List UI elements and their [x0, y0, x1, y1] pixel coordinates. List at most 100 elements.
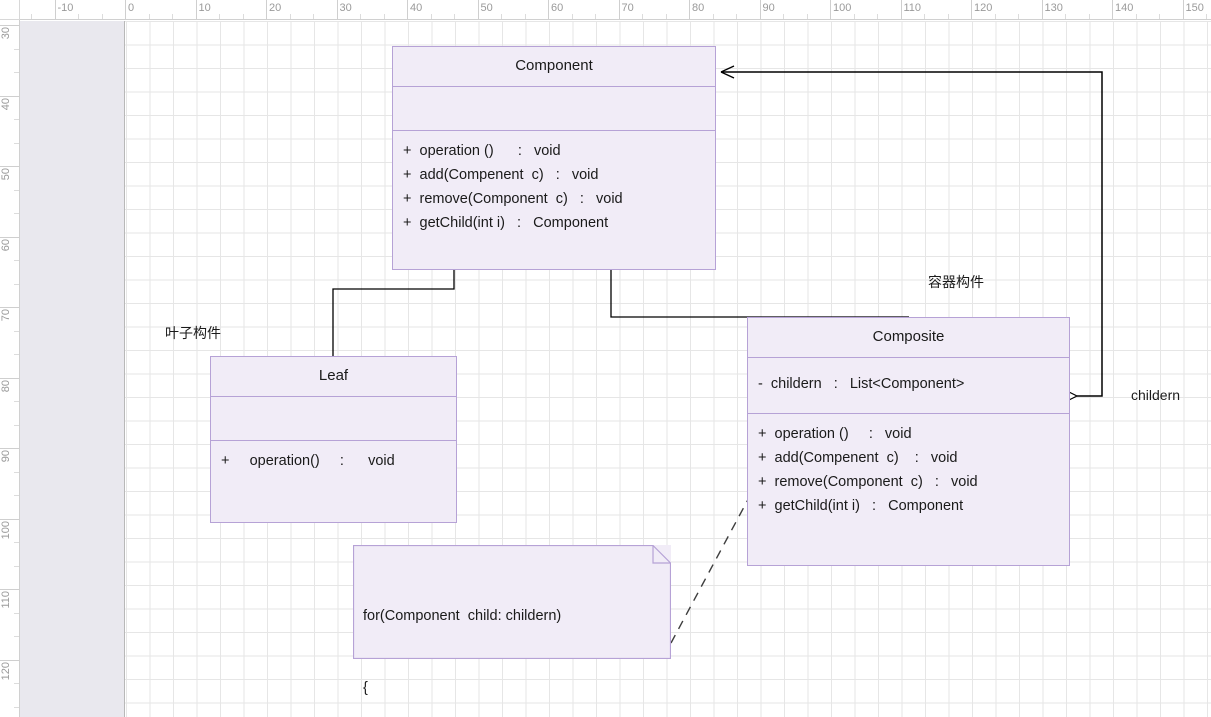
ruler-label: 40	[0, 97, 12, 110]
ruler-tick-minor	[14, 636, 19, 637]
ruler-tick-minor	[454, 14, 455, 19]
ruler-tick-minor	[783, 14, 784, 19]
ruler-label: 50	[0, 168, 12, 181]
ruler-tick-minor	[712, 14, 714, 19]
ruler-label: 0	[128, 2, 135, 14]
ruler-tick-major	[0, 95, 19, 97]
class-box-composite[interactable]: Composite - childern : List<Component> +…	[747, 317, 1070, 566]
ruler-tick-minor	[14, 683, 19, 684]
ruler-tick-minor	[14, 401, 19, 402]
class-operation-row: + operation () : void	[403, 142, 561, 159]
ruler-label: 100	[0, 520, 12, 539]
ruler-tick-minor	[14, 72, 19, 73]
ruler-label: 20	[269, 2, 282, 14]
ruler-tick-major	[0, 307, 19, 308]
ruler-tick-minor	[947, 14, 949, 19]
ruler-tick-minor	[383, 14, 385, 19]
horizontal-ruler[interactable]: -20-100102030405060708090100110120130140…	[0, 0, 1211, 20]
ruler-tick-major	[0, 518, 19, 520]
label-association-role-childern[interactable]: childern	[1131, 387, 1181, 403]
ruler-tick-minor	[853, 14, 855, 19]
class-name-leaf: Leaf	[211, 357, 456, 397]
ruler-tick-minor	[642, 14, 643, 19]
ruler-corner	[0, 0, 20, 20]
ruler-tick-minor	[313, 14, 314, 19]
ruler-tick-minor	[1088, 14, 1090, 19]
ruler-label: 130	[1044, 2, 1063, 14]
note-line: for(Component child: childern)	[363, 608, 562, 624]
ruler-tick-minor	[31, 14, 32, 19]
diagram-canvas[interactable]: Component (childern) --> Component + ope…	[125, 21, 1211, 717]
ruler-tick-minor	[665, 14, 667, 19]
class-operation-row: + getChild(int i) : Component	[758, 497, 964, 514]
ruler-tick-major	[195, 0, 197, 19]
ruler-label: 110	[0, 591, 12, 609]
ruler-tick-major	[407, 0, 408, 19]
ruler-tick-major	[971, 0, 972, 19]
ruler-tick-minor	[14, 565, 19, 567]
ruler-tick-minor	[289, 14, 291, 19]
ruler-label: -10	[57, 2, 74, 14]
ruler-tick-minor	[994, 14, 996, 19]
note-box-loop[interactable]: for(Component child: childern) { child.o…	[353, 545, 671, 696]
ruler-tick-minor	[14, 142, 19, 144]
ruler-tick-minor	[14, 260, 19, 261]
ruler-tick-minor	[14, 495, 19, 496]
ruler-tick-minor	[571, 14, 573, 19]
ruler-tick-major	[0, 659, 19, 661]
ruler-tick-minor	[14, 471, 19, 473]
ruler-tick-minor	[78, 14, 79, 19]
ruler-label: 100	[833, 2, 852, 14]
ruler-tick-minor	[14, 330, 19, 332]
ruler-tick-major	[54, 0, 56, 19]
ruler-label: 120	[0, 661, 12, 680]
ruler-tick-minor	[360, 14, 361, 19]
ruler-label: 60	[551, 2, 564, 14]
ruler-tick-minor	[924, 14, 925, 19]
class-operation-row: + remove(Component c) : void	[758, 473, 978, 490]
ruler-tick-minor	[1065, 14, 1066, 19]
ruler-label: 150	[1185, 2, 1204, 14]
ruler-label: 70	[0, 309, 12, 322]
ruler-tick-minor	[14, 424, 19, 426]
ruler-tick-minor	[219, 14, 220, 19]
ruler-tick-minor	[524, 14, 526, 19]
ruler-tick-minor	[14, 612, 19, 614]
ruler-label: 50	[480, 2, 493, 14]
ruler-tick-minor	[14, 542, 19, 543]
ruler-tick-minor	[14, 283, 19, 285]
label-leaf-annotation[interactable]: 叶子构件	[165, 326, 221, 342]
ruler-tick-major	[830, 0, 831, 19]
label-container-annotation[interactable]: 容器构件	[928, 275, 984, 291]
class-operation-row: + operation() : void	[221, 452, 395, 469]
ruler-tick-major	[689, 0, 690, 19]
class-operation-row: + getChild(int i) : Component	[403, 214, 609, 231]
ruler-tick-minor	[430, 14, 432, 19]
class-box-leaf[interactable]: Leaf + operation() : void	[210, 356, 457, 523]
ruler-tick-minor	[14, 213, 19, 214]
ruler-tick-minor	[736, 14, 737, 19]
ruler-label: 30	[0, 27, 12, 40]
ruler-tick-minor	[806, 14, 808, 19]
class-operation-row: + remove(Component c) : void	[403, 190, 623, 207]
ruler-label: 90	[0, 450, 12, 463]
class-operation-row: + add(Compenent c) : void	[403, 166, 599, 183]
ruler-label: 80	[692, 2, 705, 14]
ruler-label: 70	[621, 2, 634, 14]
ruler-tick-major	[759, 0, 761, 19]
ruler-label: 10	[198, 2, 211, 14]
class-operations-component: + operation () : void + add(Compenent c)…	[393, 131, 715, 243]
class-attributes-component	[393, 87, 715, 131]
note-shape	[353, 545, 671, 659]
class-box-component[interactable]: Component + operation () : void + add(Co…	[392, 46, 716, 270]
class-attributes-composite: - childern : List<Component>	[748, 358, 1069, 414]
page-margin-gutter	[20, 21, 125, 717]
ruler-label: 140	[1115, 2, 1134, 14]
class-attributes-leaf	[211, 397, 456, 441]
class-operations-leaf: + operation() : void	[211, 441, 456, 481]
class-name-component: Component	[393, 47, 715, 87]
ruler-tick-minor	[14, 706, 19, 708]
ruler-tick-minor	[242, 14, 244, 19]
class-attribute-row: - childern : List<Component>	[758, 375, 965, 392]
